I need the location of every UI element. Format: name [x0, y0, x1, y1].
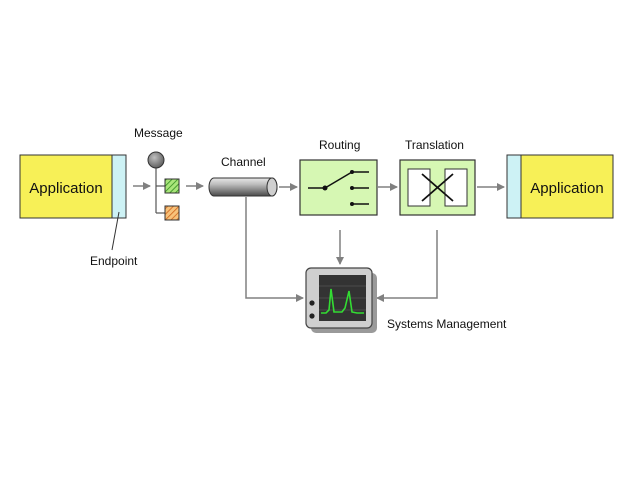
endpoint-right: [506, 154, 522, 219]
control-bus-monitor-icon: [305, 267, 377, 333]
application-right-box: [520, 154, 614, 219]
endpoint-label: Endpoint: [90, 254, 138, 268]
application-right: Application: [506, 154, 614, 219]
message-icon: [147, 151, 180, 221]
translation-label: Translation: [405, 138, 464, 152]
message-part-orange: [164, 205, 180, 221]
application-left-box: [19, 154, 113, 219]
monitor-knob-bottom: [309, 313, 315, 319]
message-header-ball: [147, 151, 165, 169]
routing-contact-1: [350, 170, 354, 174]
systems-management-label: Systems Management: [387, 317, 507, 331]
monitor-knob-top: [309, 300, 315, 306]
router-switch-icon: [299, 159, 378, 216]
routing-contact-2: [350, 186, 354, 190]
message-label: Message: [134, 126, 183, 140]
arrow-translation-to-monitor: [376, 230, 438, 302]
endpoint-left: [111, 154, 127, 219]
endpoint-callout-line: [111, 211, 120, 251]
routing-label: Routing: [319, 138, 360, 152]
channel-pipe-icon: [208, 177, 278, 197]
channel-pipe-end: [266, 177, 278, 197]
application-right-label: Application: [530, 180, 603, 197]
translation-right-panel: [444, 168, 468, 207]
translation-left-panel: [407, 168, 431, 207]
routing-contact-3: [350, 202, 354, 206]
application-left: Application: [19, 154, 127, 219]
application-left-label: Application: [29, 180, 102, 197]
translator-icon: [399, 159, 476, 216]
translation-cross-b: [421, 173, 454, 202]
monitor-trace: [321, 288, 364, 314]
channel-label: Channel: [221, 155, 266, 169]
routing-switch-arm: [324, 171, 353, 189]
message-part-green: [164, 178, 180, 194]
arrow-channel-to-monitor: [245, 197, 304, 302]
